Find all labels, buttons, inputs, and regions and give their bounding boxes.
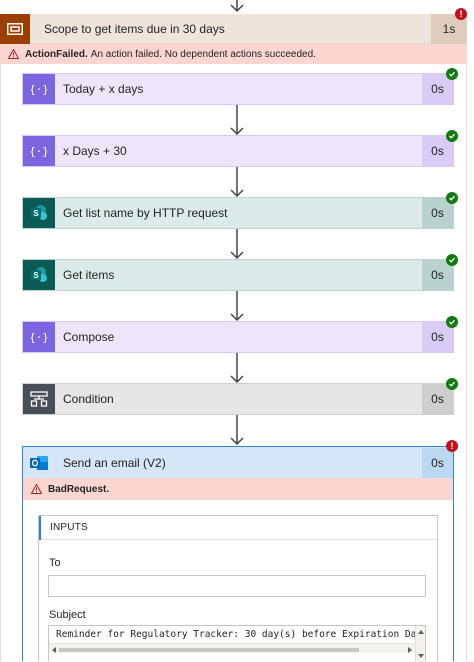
checkmark-icon [446,378,458,390]
action-label: Today + x days [63,82,144,96]
scope-title: Scope to get items due in 30 days [44,21,225,36]
connector-arrow [230,105,244,136]
scope-icon [0,13,30,44]
checkmark-icon [446,192,458,204]
inputs-title: INPUTS [50,522,88,533]
connector-arrow [230,229,244,260]
connector-arrow [230,353,244,384]
connector-arrow [230,415,244,446]
compose-variable-icon: {·} [23,322,55,352]
checkmark-icon [446,130,458,142]
checkmark-icon [446,68,458,80]
compose-variable-icon: {·} [23,74,55,104]
subject-field[interactable]: Reminder for Regulatory Tracker: 30 day(… [48,625,426,662]
action-label: Send an email (V2) [63,455,166,470]
action-duration: 0s [422,447,453,478]
condition-icon [23,384,55,414]
checkmark-icon [446,254,458,266]
warning-icon [8,49,19,59]
action-card-get-list-name[interactable]: S Get list name by HTTP request 0s [22,197,454,229]
svg-text:{·}: {·} [31,83,47,96]
action-card-send-email[interactable]: Send an email (V2) 0s [22,446,454,478]
action-label: Get items [63,268,115,282]
compose-variable-icon: {·} [23,136,55,166]
action-duration: 0s [422,74,453,104]
subject-value: Reminder for Regulatory Tracker: 30 day(… [56,629,416,640]
error-message: An action failed. No dependent actions s… [90,48,316,60]
connector-arrow [230,291,244,322]
connector-arrow [230,0,244,13]
sharepoint-icon: S [23,260,55,290]
action-label: x Days + 30 [63,144,127,158]
error-icon: ! [455,8,467,20]
inputs-header: INPUTS [39,515,437,540]
svg-text:{·}: {·} [31,145,47,158]
sharepoint-icon: S [23,198,55,228]
vertical-scrollbar[interactable] [415,626,425,662]
svg-text:S: S [33,209,39,218]
horizontal-scrollbar[interactable] [49,643,415,653]
to-label: To [49,557,61,569]
action-card-get-items[interactable]: S Get items 0s [22,259,454,291]
action-label: Compose [63,330,115,344]
action-card-compose[interactable]: {·} Compose 0s [22,321,454,353]
action-card-x-days-plus-30[interactable]: {·} x Days + 30 0s [22,135,454,167]
subject-label: Subject [49,609,86,621]
svg-text:S: S [33,271,39,280]
connector-arrow [230,167,244,198]
error-icon: ! [446,440,458,452]
svg-text:{·}: {·} [31,331,47,344]
outlook-icon [23,447,55,478]
action-label: Condition [63,392,114,406]
to-field[interactable] [48,575,426,597]
checkmark-icon [446,316,458,328]
action-card-today-plus-x-days[interactable]: {·} Today + x days 0s [22,73,454,105]
email-error-banner: BadRequest. [23,478,453,500]
action-label: Get list name by HTTP request [63,206,228,220]
scope-header[interactable]: Scope to get items due in 30 days 1s [0,13,467,44]
error-code: BadRequest. [48,483,110,495]
scope-error-banner: ActionFailed. An action failed. No depen… [0,44,467,64]
error-code: ActionFailed. [25,48,88,60]
warning-icon [31,484,42,494]
action-card-condition[interactable]: Condition 0s [22,383,454,415]
